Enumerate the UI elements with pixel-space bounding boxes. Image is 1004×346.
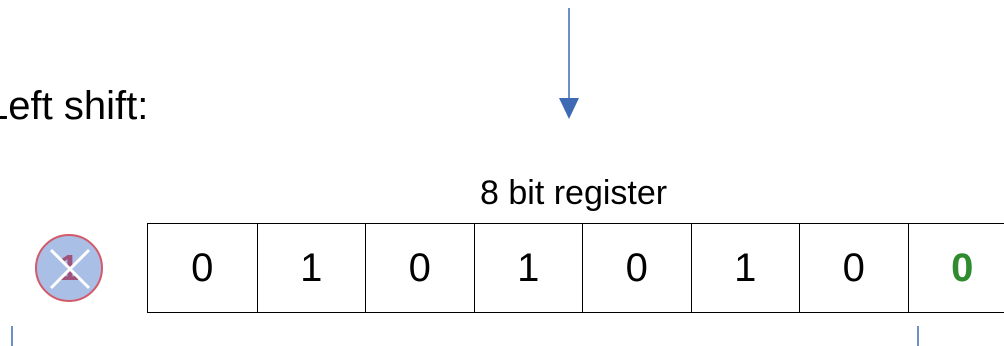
register-cell-bit-5: 0 [365, 224, 474, 312]
register-label: 8 bit register [480, 174, 668, 212]
discarded-bit: 1 [35, 234, 103, 302]
register-cell-bit-0-new: 0 [907, 224, 1004, 312]
register: 0 1 0 1 0 1 0 0 [147, 223, 1004, 313]
register-cell-bit-2: 1 [690, 224, 800, 312]
register-cell-bit-3: 0 [582, 224, 691, 312]
register-cell-bit-6: 1 [256, 224, 366, 312]
register-cell-bit-7: 0 [191, 245, 214, 290]
register-cell-bit-4: 1 [473, 224, 583, 312]
cross-out-icon [49, 248, 91, 290]
register-cell-bit-1: 0 [799, 224, 908, 312]
heading: Left shift: [0, 84, 149, 128]
